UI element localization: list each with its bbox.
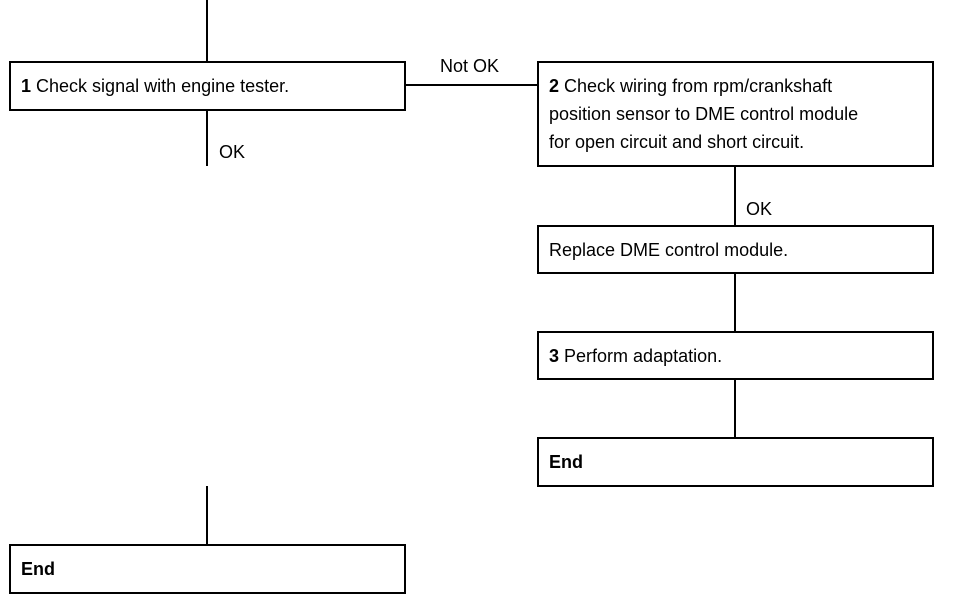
step3-box: 3 Perform adaptation. — [537, 331, 934, 380]
label-ok-left: OK — [219, 142, 246, 162]
end-left-box: End — [9, 544, 406, 594]
connector-not-ok — [405, 84, 538, 86]
end-left-text: End — [21, 559, 55, 579]
step2-line-1-text: Check wiring from rpm/crankshaft — [564, 76, 833, 96]
step2-box: 2 Check wiring from rpm/crankshaft posit… — [537, 61, 934, 167]
connector-step2-ok — [734, 166, 736, 226]
step1-content: 1 Check signal with engine tester. — [21, 72, 289, 100]
step2-line-1: 2 Check wiring from rpm/crankshaft — [549, 72, 858, 100]
step1-number: 1 — [21, 76, 32, 96]
step1-text: Check signal with engine tester. — [36, 76, 290, 96]
label-ok-right: OK — [746, 199, 773, 219]
connector-replace-step3 — [734, 272, 736, 332]
connector-step3-end — [734, 378, 736, 438]
step2-line-3: for open circuit and short circuit. — [549, 132, 805, 152]
step3-content: 3 Perform adaptation. — [549, 342, 722, 370]
replace-dme-box: Replace DME control module. — [537, 225, 934, 274]
connector-step1-ok — [206, 110, 208, 166]
step3-number: 3 — [549, 345, 560, 366]
connector-end-left — [206, 486, 208, 546]
end-right-text: End — [549, 452, 583, 472]
step3-text: Perform adaptation. — [564, 345, 723, 366]
step2-content: 2 Check wiring from rpm/crankshaft posit… — [549, 72, 858, 156]
connector-top — [206, 0, 208, 62]
step2-line-2: position sensor to DME control module — [549, 104, 859, 124]
step2-number: 2 — [549, 76, 560, 96]
step1-box: 1 Check signal with engine tester. — [9, 61, 406, 111]
label-not-ok: Not OK — [440, 56, 500, 76]
replace-dme-text: Replace DME control module. — [549, 239, 789, 260]
end-right-box: End — [537, 437, 934, 487]
